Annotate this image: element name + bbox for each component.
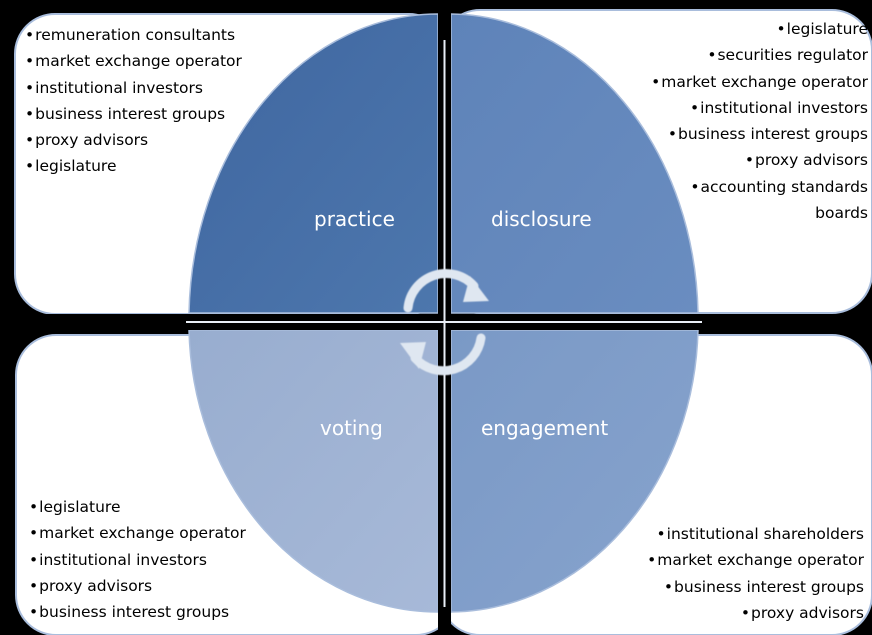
disclosure-label: disclosure [491,207,592,231]
list-item: institutional investors [25,75,242,101]
disclosure-stakeholder-list: legislature securities regulator market … [651,16,868,226]
list-item: market exchange operator [29,520,246,546]
engagement-stakeholder-list: institutional shareholders market exchan… [647,521,864,626]
list-item: institutional shareholders [647,521,864,547]
practice-stakeholder-list: remuneration consultants market exchange… [25,22,242,180]
list-item-continuation: boards [815,204,868,223]
list-item: remuneration consultants [25,22,242,48]
list-item: legislature [25,153,242,179]
list-item: legislature [651,16,868,42]
list-item: proxy advisors [29,573,246,599]
list-item: business interest groups [647,574,864,600]
voting-stakeholder-list: legislature market exchange operator ins… [29,494,246,625]
list-item: market exchange operator [25,48,242,74]
list-item: business interest groups [29,599,246,625]
list-item: business interest groups [651,121,868,147]
circular-arrows-icon [400,269,489,376]
list-item: institutional investors [651,95,868,121]
practice-wedge [188,13,439,314]
list-item: proxy advisors [651,147,868,173]
practice-label: practice [314,207,395,231]
voting-wedge [188,329,439,613]
list-item: business interest groups [25,101,242,127]
engagement-label: engagement [481,416,609,440]
list-item: market exchange operator [647,547,864,573]
list-item: proxy advisors [25,127,242,153]
list-item: institutional investors [29,547,246,573]
list-item: accounting standards [651,174,868,200]
list-item: legislature [29,494,246,520]
disclosure-wedge [450,13,699,314]
list-item: proxy advisors [647,600,864,626]
voting-label: voting [320,416,383,440]
engagement-wedge [450,329,699,613]
list-item: securities regulator [651,42,868,68]
list-item: market exchange operator [651,69,868,95]
